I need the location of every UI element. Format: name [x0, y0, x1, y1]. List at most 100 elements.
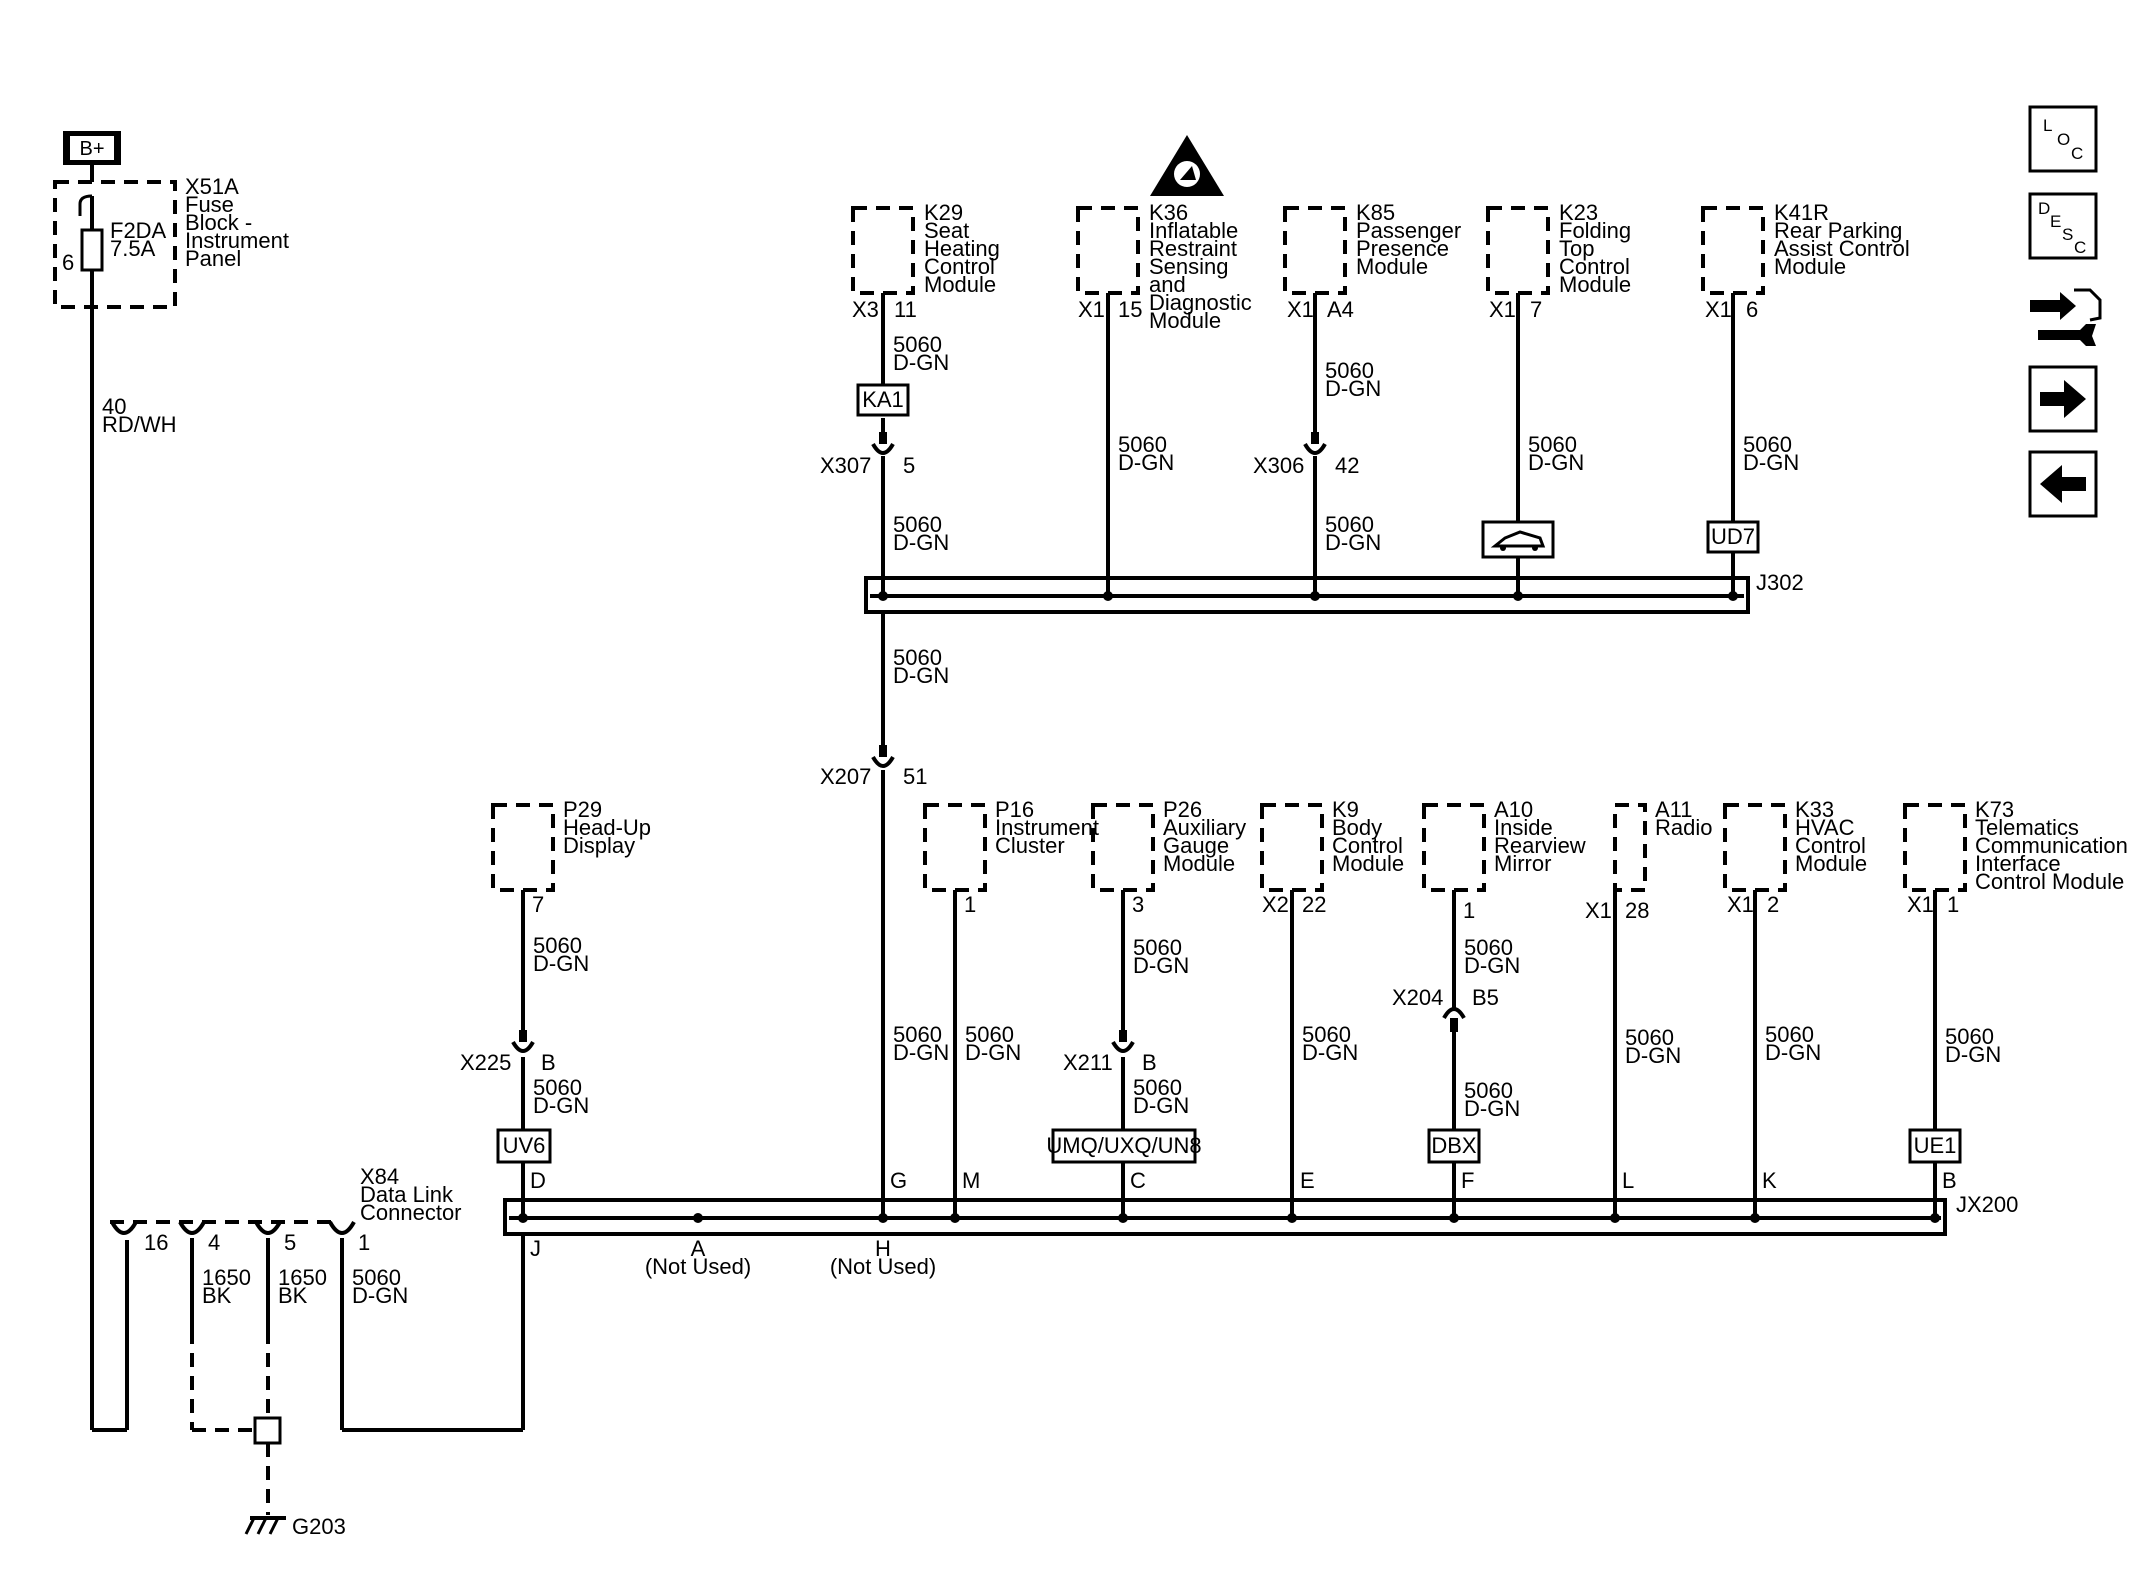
svg-text:Instrument: Instrument [995, 815, 1099, 840]
loc-button[interactable]: L O C [2028, 105, 2098, 173]
module-a10: A10 Inside Rearview Mirror 1 [1422, 797, 1586, 923]
module-k29: K29 Seat Heating Control Module X3 11 [851, 200, 1000, 322]
svg-text:5: 5 [284, 1230, 296, 1255]
svg-text:5060: 5060 [1743, 432, 1792, 457]
arrow-left-icon [2040, 465, 2086, 503]
svg-text:D: D [530, 1168, 546, 1193]
desc-button[interactable]: D E S C [2028, 192, 2098, 260]
svg-text:22: 22 [1302, 892, 1326, 917]
svg-text:C: C [2074, 238, 2086, 257]
inline-connector-x225: X225 B [460, 1030, 556, 1075]
svg-text:5060: 5060 [1528, 432, 1577, 457]
svg-text:E: E [2050, 212, 2061, 231]
svg-text:1: 1 [1947, 892, 1959, 917]
svg-text:28: 28 [1625, 898, 1649, 923]
svg-text:D-GN: D-GN [1302, 1040, 1358, 1065]
svg-text:D: D [2038, 199, 2050, 218]
svg-text:5060: 5060 [352, 1265, 401, 1290]
svg-text:G: G [890, 1168, 907, 1193]
svg-text:Diagnostic: Diagnostic [1149, 290, 1252, 315]
next-page-button[interactable] [2028, 365, 2098, 433]
svg-text:Folding: Folding [1559, 218, 1631, 243]
svg-text:UV6: UV6 [503, 1133, 546, 1158]
module-k36: K36 Inflatable Restraint Sensing and Dia… [1076, 135, 1252, 333]
svg-text:5060: 5060 [1118, 432, 1167, 457]
svg-text:D-GN: D-GN [1325, 376, 1381, 401]
module-k73: K73 Telematics Communication Interface C… [1903, 797, 2128, 917]
svg-text:16: 16 [144, 1230, 168, 1255]
svg-text:5060: 5060 [1325, 358, 1374, 383]
module-p29: P29 Head-Up Display 7 [491, 797, 651, 917]
svg-text:A4: A4 [1327, 297, 1354, 322]
svg-text:(Not Used): (Not Used) [645, 1254, 751, 1279]
svg-text:BK: BK [202, 1283, 232, 1308]
inline-connector-x204: X204 B5 [1392, 985, 1499, 1032]
fuse-block-outline [53, 180, 177, 309]
splice-jx200: JX200 D G M C E F L K B J A (Not Used) H… [503, 1168, 2018, 1279]
svg-text:Restraint: Restraint [1149, 236, 1237, 261]
previous-page-button[interactable] [2028, 450, 2098, 518]
module-k33: K33 HVAC Control Module X1 2 [1723, 797, 1867, 917]
svg-text:5060: 5060 [1133, 935, 1182, 960]
svg-text:Module: Module [924, 272, 996, 297]
svg-text:5060: 5060 [893, 332, 942, 357]
svg-text:K23: K23 [1559, 200, 1598, 225]
svg-text:D-GN: D-GN [893, 663, 949, 688]
svg-text:Radio: Radio [1655, 815, 1712, 840]
svg-text:7: 7 [532, 892, 544, 917]
module-k23: K23 Folding Top Control Module X1 7 [1486, 200, 1631, 322]
fuse-block-name: X51A [185, 174, 239, 199]
svg-text:P16: P16 [995, 797, 1034, 822]
svg-text:1650: 1650 [278, 1265, 327, 1290]
svg-text:1: 1 [358, 1230, 370, 1255]
svg-text:2: 2 [1767, 892, 1779, 917]
svg-text:Control: Control [1795, 833, 1866, 858]
svg-text:D-GN: D-GN [893, 530, 949, 555]
svg-text:X225: X225 [460, 1050, 511, 1075]
svg-text:X1: X1 [1287, 297, 1314, 322]
module-a11: A11 Radio X1 28 [1585, 797, 1712, 923]
svg-text:5060: 5060 [1625, 1025, 1674, 1050]
svg-text:X211: X211 [1063, 1050, 1113, 1075]
svg-text:Block -: Block - [185, 210, 252, 235]
svg-text:5060: 5060 [1464, 1078, 1513, 1103]
svg-text:5: 5 [903, 453, 915, 478]
svg-text:Rear Parking: Rear Parking [1774, 218, 1902, 243]
svg-text:5060: 5060 [1464, 935, 1513, 960]
svg-text:Cluster: Cluster [995, 833, 1065, 858]
svg-text:M: M [962, 1168, 980, 1193]
svg-text:Module: Module [1163, 851, 1235, 876]
svg-text:4: 4 [208, 1230, 220, 1255]
arrow-right-icon [2040, 380, 2086, 418]
svg-text:B: B [1942, 1168, 1957, 1193]
svg-text:Control: Control [924, 254, 995, 279]
svg-text:1650: 1650 [202, 1265, 251, 1290]
svg-text:11: 11 [894, 297, 917, 322]
svg-text:D-GN: D-GN [1528, 450, 1584, 475]
svg-text:5060: 5060 [965, 1022, 1014, 1047]
inline-connector-x211: X211 B [1063, 1030, 1157, 1075]
svg-text:Control: Control [1332, 833, 1403, 858]
svg-text:Assist Control: Assist Control [1774, 236, 1910, 261]
svg-text:Display: Display [563, 833, 635, 858]
inline-connector-x307: X307 5 [820, 432, 915, 478]
svg-text:RD/WH: RD/WH [102, 412, 177, 437]
svg-text:6: 6 [62, 250, 74, 275]
svg-text:K36: K36 [1149, 200, 1188, 225]
splice-j302: J302 [864, 570, 1804, 614]
svg-text:A: A [691, 1236, 706, 1261]
svg-text:X207: X207 [820, 764, 871, 789]
svg-text:P29: P29 [563, 797, 602, 822]
svg-text:D-GN: D-GN [893, 350, 949, 375]
svg-text:D-GN: D-GN [533, 1093, 589, 1118]
svg-text:D-GN: D-GN [1743, 450, 1799, 475]
connector-repair-icon[interactable] [2030, 288, 2102, 346]
svg-text:Top: Top [1559, 236, 1594, 261]
svg-text:D-GN: D-GN [1118, 450, 1174, 475]
svg-text:X3: X3 [852, 297, 879, 322]
module-k85: K85 Passenger Presence Module X1 A4 [1283, 200, 1461, 322]
svg-text:D-GN: D-GN [1464, 953, 1520, 978]
svg-text:B: B [1142, 1050, 1157, 1075]
svg-text:6: 6 [1746, 297, 1758, 322]
